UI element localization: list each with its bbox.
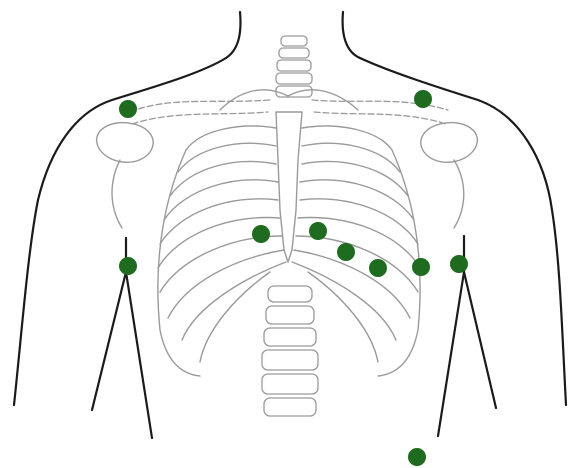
left-shoulder-joint bbox=[97, 123, 154, 163]
electrode-left-arm-inner bbox=[119, 257, 137, 275]
right-arm-inner-line bbox=[464, 236, 496, 408]
right-arm-crease-line bbox=[438, 272, 464, 436]
cervical-spine bbox=[276, 36, 312, 97]
left-scapula bbox=[112, 160, 122, 228]
left-clavicle-lower bbox=[132, 112, 268, 124]
electrode-ra bbox=[119, 100, 137, 118]
sternum bbox=[276, 112, 302, 262]
electrode-v2 bbox=[309, 222, 327, 240]
right-clavicle-lower bbox=[314, 112, 446, 124]
neck-left-line bbox=[226, 12, 240, 58]
electrode-v6 bbox=[450, 255, 468, 273]
electrode-v1 bbox=[252, 225, 270, 243]
right-shoulder-joint bbox=[421, 123, 478, 163]
electrode-ll bbox=[408, 448, 426, 466]
left-clavicle bbox=[130, 100, 270, 112]
left-arm-crease-line bbox=[126, 272, 152, 438]
electrode-v5 bbox=[412, 258, 430, 276]
right-scapula bbox=[454, 160, 464, 228]
electrode-v3 bbox=[337, 243, 355, 261]
lumbar-spine bbox=[262, 286, 318, 416]
electrode-la bbox=[414, 90, 432, 108]
right-shoulder-line bbox=[360, 58, 566, 405]
neck-right-line bbox=[343, 12, 360, 58]
electrode-v4 bbox=[369, 259, 387, 277]
